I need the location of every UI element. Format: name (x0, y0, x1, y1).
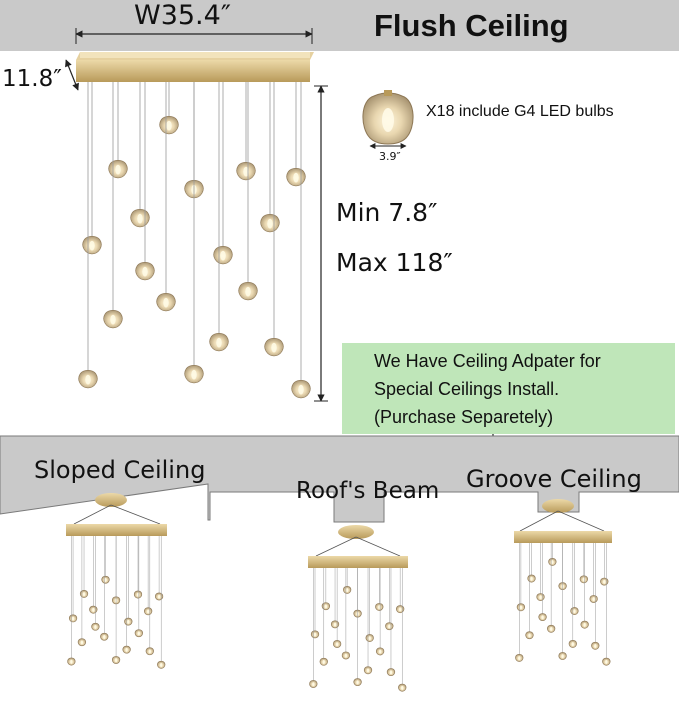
main-pendants (78, 82, 311, 399)
adapter-note-line3: (Purchase Separetely) (374, 407, 554, 427)
bulb-size-label: 3.9″ (379, 150, 401, 163)
main-canopy (76, 52, 314, 82)
depth-dimension-label: 11.8″ (2, 66, 62, 92)
groove-ceiling-label: Groove Ceiling (466, 465, 642, 493)
width-dimension-label: W35.4″ (134, 0, 231, 31)
adapter-note-box: We Have Ceiling Adpater for Special Ceil… (342, 343, 675, 434)
max-height-label: Max 118″ (336, 248, 453, 277)
adapter-note-line1: We Have Ceiling Adpater for (374, 351, 601, 371)
bulbs-note: X18 include G4 LED bulbs (426, 103, 614, 120)
depth-dimension-arrow (65, 59, 79, 91)
special-ceiling-band (0, 435, 679, 523)
roof-beam-chandelier-icon (308, 525, 408, 568)
flush-ceiling-band (0, 0, 679, 51)
groove-ceiling-chandelier-icon (514, 499, 612, 543)
min-height-label: Min 7.8″ (336, 198, 438, 227)
page-title: Flush Ceiling (374, 8, 569, 43)
crystal-bulb-icon (362, 90, 414, 145)
adapter-note-line2: Special Ceilings Install. (374, 379, 560, 399)
sloped-ceiling-chandelier-icon (66, 493, 167, 536)
roof-beam-label: Roof's Beam (296, 478, 440, 504)
sloped-ceiling-label: Sloped Ceiling (34, 456, 206, 484)
